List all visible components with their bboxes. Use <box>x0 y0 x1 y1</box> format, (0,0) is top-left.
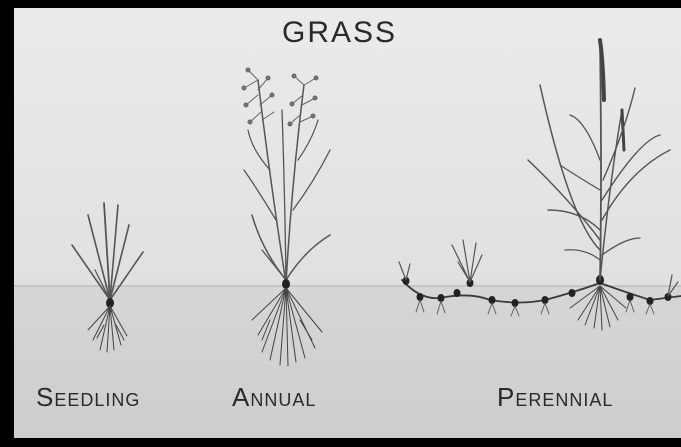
seedling-label: Seedling <box>36 382 140 413</box>
perennial-label: Perennial <box>497 382 613 413</box>
annual-label: Annual <box>232 382 316 413</box>
diagram-title: GRASS <box>282 16 397 50</box>
soil-area <box>14 286 681 438</box>
